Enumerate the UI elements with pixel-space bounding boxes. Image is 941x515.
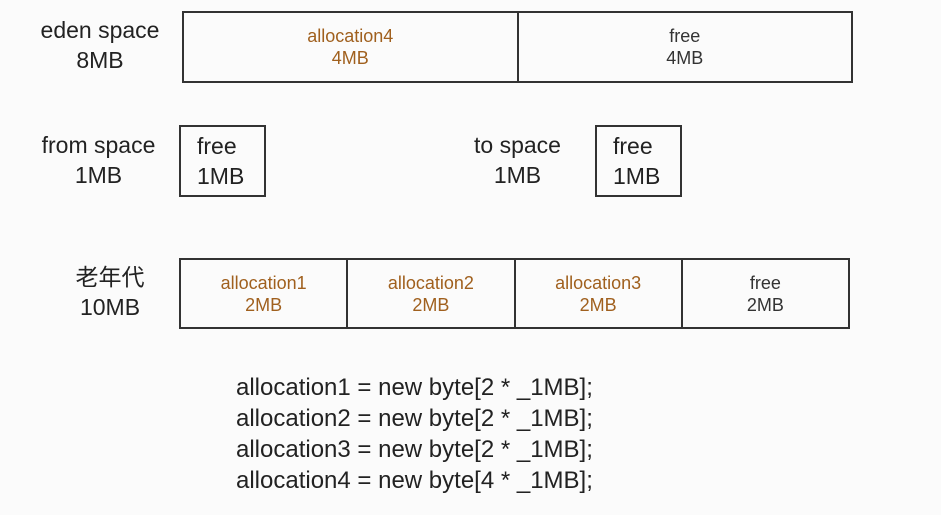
cell-size: 4MB [331, 48, 369, 68]
cell-name: allocation4 [307, 26, 394, 46]
code-line: allocation3 = new byte[2 * _1MB]; [236, 436, 593, 463]
cell-size: 1MB [197, 163, 245, 189]
from-free: free 1MB [181, 127, 264, 195]
cell-name: allocation3 [555, 272, 642, 293]
cell-name: allocation1 [220, 272, 307, 293]
cell-name: free [197, 133, 237, 159]
code-line: allocation2 = new byte[2 * _1MB]; [236, 405, 593, 432]
from-name: from space [41, 132, 156, 158]
cell-size: 1MB [613, 163, 661, 189]
eden-space-label: eden space 8MB [30, 15, 170, 75]
from-size: 1MB [74, 162, 123, 188]
code-block: allocation1 = new byte[2 * _1MB]; alloca… [236, 372, 593, 496]
to-space-label: to space 1MB [455, 130, 580, 190]
old-gen-label: 老年代 10MB [55, 262, 165, 322]
cell-name: free [749, 272, 781, 293]
cell-size: 2MB [579, 294, 617, 315]
cell-size: 2MB [412, 294, 450, 315]
old-size: 10MB [79, 294, 141, 320]
code-line: allocation1 = new byte[2 * _1MB]; [236, 374, 593, 401]
cell-size: 4MB [666, 48, 704, 68]
to-free: free 1MB [597, 127, 680, 195]
to-space-box: free 1MB [595, 125, 682, 197]
to-size: 1MB [493, 162, 542, 188]
to-name: to space [474, 132, 561, 158]
eden-name: eden space [40, 17, 160, 43]
from-space-label: from space 1MB [30, 130, 167, 190]
cell-name: free [613, 133, 653, 159]
from-space-box: free 1MB [179, 125, 266, 197]
cell-name: free [669, 26, 701, 46]
code-line: allocation4 = new byte[4 * _1MB]; [236, 467, 593, 494]
cell-size: 2MB [245, 294, 283, 315]
old-name: 老年代 [75, 264, 145, 290]
cell-name: allocation2 [387, 272, 474, 293]
cell-size: 2MB [746, 294, 784, 315]
eden-size: 8MB [76, 47, 124, 73]
